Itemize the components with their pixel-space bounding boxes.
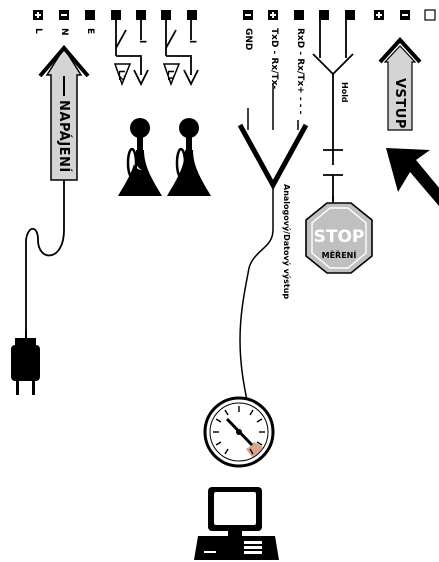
terminal-6	[161, 10, 171, 20]
stop-sub: MĚŘENÍ	[322, 249, 357, 260]
label-rxd: RxD - Rx/Tx+ - - -	[295, 28, 305, 115]
terminal-7	[187, 10, 197, 20]
horn-icon-l2	[118, 118, 162, 196]
label-e: E	[85, 28, 95, 34]
napajeni-arrow	[38, 44, 90, 181]
l2-arrow	[113, 63, 132, 87]
hold-button-line	[323, 74, 343, 205]
napajeni-label: NAPÁJENÍ	[56, 100, 72, 173]
terminal-hold-a	[319, 10, 329, 20]
terminal-strip	[33, 9, 436, 21]
stop-word: STOP	[314, 227, 365, 247]
stop-sign-icon	[305, 196, 373, 274]
hold-arrow	[312, 20, 354, 76]
terminal-hold-b	[345, 10, 355, 20]
terminal-last	[424, 9, 436, 21]
terminal-n	[59, 10, 69, 20]
data-output-lines	[237, 84, 309, 406]
hold-label: Hold	[340, 82, 349, 103]
terminal-e	[85, 10, 95, 20]
terminal-l	[33, 10, 43, 20]
analog-output-label: Analogový/Datový výstup	[282, 184, 291, 299]
terminal-in-minus	[400, 10, 410, 20]
terminal-in-plus	[374, 10, 384, 20]
l1-label: L1	[166, 70, 175, 81]
relay-switch-l1	[165, 20, 199, 87]
power-cable	[25, 180, 65, 330]
terminal-rxd	[294, 10, 304, 20]
input-arrow-icon	[386, 148, 439, 206]
gauge-icon	[203, 396, 275, 468]
relay-switch-l2	[115, 20, 149, 87]
computer-icon	[194, 487, 279, 560]
terminal-gnd	[243, 10, 253, 20]
l1-arrow	[162, 63, 181, 87]
label-l: L	[33, 28, 43, 34]
label-n: N	[59, 28, 69, 36]
vstup-label: VSTUP	[392, 78, 407, 129]
l2-label: L2	[117, 70, 126, 81]
terminal-4	[111, 10, 121, 20]
label-l2-line: I	[137, 40, 147, 43]
label-txd: TxD - Rx/Tx-	[269, 28, 279, 89]
label-gnd: GND	[243, 28, 253, 50]
terminal-txd	[268, 10, 278, 20]
horn-icon-l1	[167, 118, 211, 196]
label-l1-line: I	[187, 40, 197, 43]
vstup-arrow	[378, 37, 422, 131]
plug-icon	[11, 330, 40, 395]
terminal-5	[136, 10, 146, 20]
